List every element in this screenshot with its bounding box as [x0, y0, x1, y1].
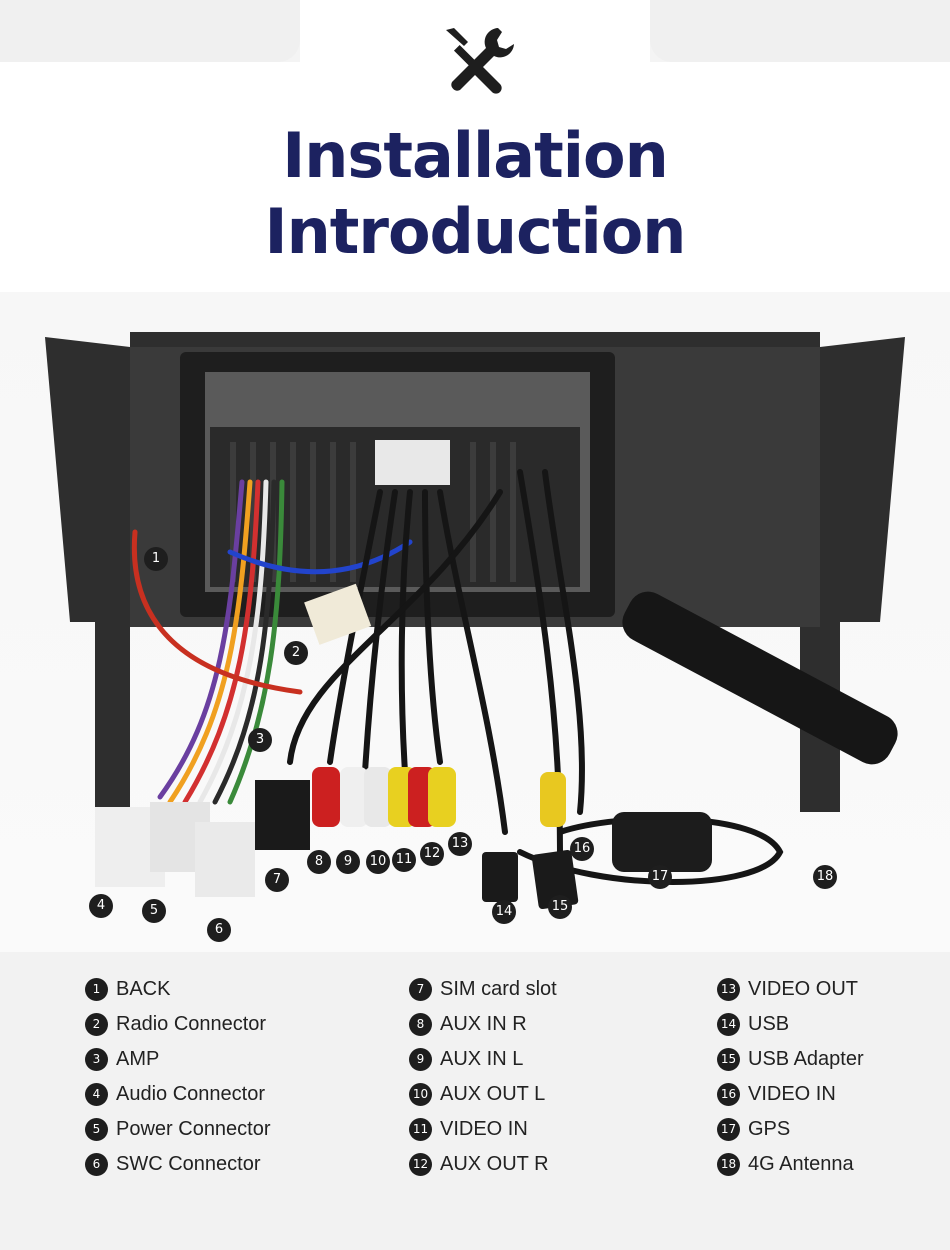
- legend-item: 10 AUX OUT L: [409, 1077, 557, 1112]
- legend-number-badge: 4: [85, 1083, 108, 1106]
- callout-12: 12: [420, 842, 444, 866]
- legend-label: Power Connector: [116, 1118, 271, 1140]
- legend-item: 3 AMP: [85, 1042, 271, 1077]
- legend-label: AMP: [116, 1048, 160, 1070]
- legend-label: VIDEO IN: [440, 1118, 528, 1140]
- title-line-2: Introduction: [264, 195, 687, 268]
- legend-label: Radio Connector: [116, 1013, 267, 1035]
- callout-4: 4: [89, 894, 113, 918]
- legend-number-badge: 14: [717, 1013, 740, 1036]
- legend-label: USB Adapter: [748, 1048, 864, 1070]
- legend-number-badge: 10: [409, 1083, 432, 1106]
- legend-item: 2 Radio Connector: [85, 1007, 271, 1042]
- legend-label: BACK: [116, 978, 171, 1000]
- legend-number-badge: 18: [717, 1153, 740, 1176]
- page-title: Installation Introduction: [0, 118, 950, 270]
- legend-item: 6 SWC Connector: [85, 1147, 271, 1182]
- callout-8: 8: [307, 850, 331, 874]
- legend-column-1: 1 BACK 2 Radio Connector 3 AMP 4 Audio Conne…: [85, 972, 271, 1182]
- callout-7: 7: [265, 868, 289, 892]
- legend-label: AUX IN R: [440, 1013, 527, 1035]
- callout-1: 1: [144, 547, 168, 571]
- callout-15: 15: [548, 895, 572, 919]
- legend-item: 17 GPS: [717, 1112, 864, 1147]
- legend-number-badge: 2: [85, 1013, 108, 1036]
- legend-label: SIM card slot: [440, 978, 557, 1000]
- legend-number-badge: 3: [85, 1048, 108, 1071]
- legend-item: 16 VIDEO IN: [717, 1077, 864, 1112]
- legend-label: SWC Connector: [116, 1153, 261, 1175]
- legend-label: VIDEO IN: [748, 1083, 836, 1105]
- legend-item: 14 USB: [717, 1007, 864, 1042]
- top-band-left: [0, 0, 300, 62]
- legend-label: AUX OUT L: [440, 1083, 546, 1105]
- top-band-right: [650, 0, 950, 62]
- callout-13: 13: [448, 832, 472, 856]
- legend-number-badge: 5: [85, 1118, 108, 1141]
- legend-item: 9 AUX IN L: [409, 1042, 557, 1077]
- tools-icon: [446, 28, 514, 94]
- legend-item: 5 Power Connector: [85, 1112, 271, 1147]
- legend-label: USB: [748, 1013, 790, 1035]
- legend-number-badge: 17: [717, 1118, 740, 1141]
- callout-16: 16: [570, 837, 594, 861]
- legend-number-badge: 16: [717, 1083, 740, 1106]
- callout-17: 17: [648, 865, 672, 889]
- legend-number-badge: 15: [717, 1048, 740, 1071]
- legend-label: GPS: [748, 1118, 791, 1140]
- legend-label: AUX OUT R: [440, 1153, 549, 1175]
- callout-3: 3: [248, 728, 272, 752]
- legend-item: 12 AUX OUT R: [409, 1147, 557, 1182]
- legend-label: AUX IN L: [440, 1048, 524, 1070]
- callout-14: 14: [492, 900, 516, 924]
- legend-item: 11 VIDEO IN: [409, 1112, 557, 1147]
- legend-number-badge: 11: [409, 1118, 432, 1141]
- legend-item: 4 Audio Connector: [85, 1077, 271, 1112]
- legend-item: 7 SIM card slot: [409, 972, 557, 1007]
- legend-number-badge: 12: [409, 1153, 432, 1176]
- callout-11: 11: [392, 848, 416, 872]
- legend-number-badge: 7: [409, 978, 432, 1001]
- callout-9: 9: [336, 850, 360, 874]
- legend-item: 1 BACK: [85, 972, 271, 1007]
- legend-column-3: 13 VIDEO OUT 14 USB 15 USB Adapter 16 VIDEO …: [717, 972, 864, 1182]
- legend-number-badge: 6: [85, 1153, 108, 1176]
- legend-label: Audio Connector: [116, 1083, 265, 1105]
- callout-5: 5: [142, 899, 166, 923]
- callout-6: 6: [207, 918, 231, 942]
- callout-2: 2: [284, 641, 308, 665]
- legend-label: VIDEO OUT: [748, 978, 859, 1000]
- legend-number-badge: 13: [717, 978, 740, 1001]
- legend-item: 15 USB Adapter: [717, 1042, 864, 1077]
- legend-item: 13 VIDEO OUT: [717, 972, 864, 1007]
- legend-label: 4G Antenna: [748, 1153, 854, 1175]
- product-photo: 1 2 3 4 5 6 7 8 9 10 11 12 13 14 15 16 1…: [0, 292, 950, 952]
- title-line-1: Installation: [282, 119, 669, 192]
- legend-item: 8 AUX IN R: [409, 1007, 557, 1042]
- legend: 1 BACK 2 Radio Connector 3 AMP 4 Audio Conne…: [0, 972, 950, 1192]
- stereo-wiring-illustration: [45, 332, 905, 909]
- legend-number-badge: 9: [409, 1048, 432, 1071]
- legend-item: 18 4G Antenna: [717, 1147, 864, 1182]
- legend-number-badge: 1: [85, 978, 108, 1001]
- callout-10: 10: [366, 850, 390, 874]
- legend-number-badge: 8: [409, 1013, 432, 1036]
- callout-18: 18: [813, 865, 837, 889]
